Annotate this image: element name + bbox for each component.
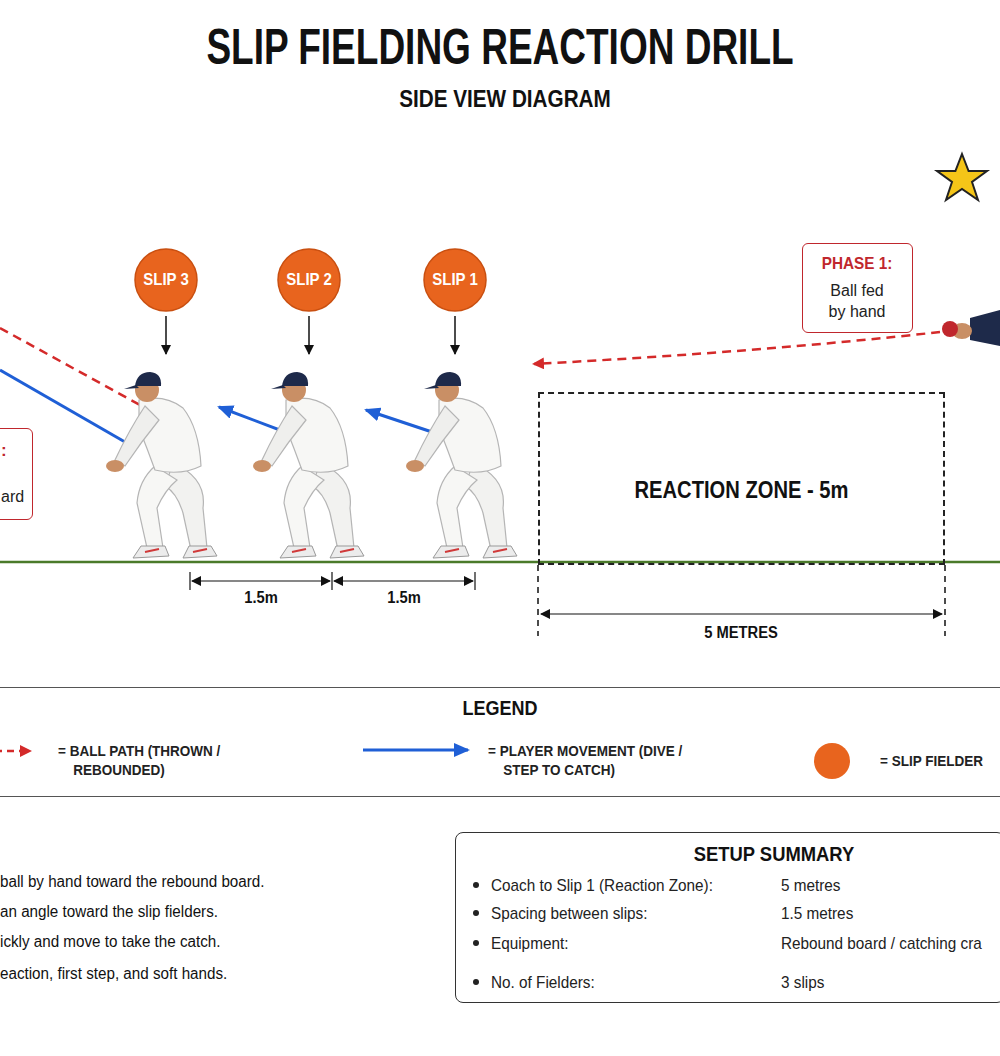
node-text: Equipment:: [491, 934, 568, 954]
legend-text: = BALL PATH (THROWN / REBOUNDED): [58, 741, 280, 779]
node-heading: :: [1, 441, 7, 461]
legend-text: = PLAYER MOVEMENT (DIVE / STEP TO CATCH): [488, 741, 710, 779]
node-text: Ball fed by hand: [822, 280, 892, 322]
note-label: an angle toward the slip fielders.: [0, 903, 218, 921]
node-heading: SLIP 1: [427, 248, 483, 312]
slip-marker: SLIP 2: [277, 248, 341, 312]
legend-swatch: [814, 743, 850, 779]
circle-fill: [135, 249, 197, 311]
circle-fill: [278, 249, 340, 311]
note-label: 1.5m: [224, 589, 298, 607]
node-heading: LEGEND: [46, 697, 955, 720]
node-text: No. of Fielders:: [491, 973, 595, 993]
legend-text: = SLIP FIELDER: [880, 752, 983, 769]
node-heading: REACTION ZONE - 5m: [572, 476, 911, 504]
node-text: 1.5 metres: [781, 904, 853, 924]
note-label: eaction, first step, and soft hands.: [0, 965, 227, 983]
note-label: 5 METRES: [667, 624, 814, 642]
node-text: 3 slips: [781, 973, 824, 993]
node-text: ard: [1, 488, 24, 506]
slip-marker: SLIP 3: [134, 248, 198, 312]
node-text: Rebound board / catching cra: [781, 934, 982, 954]
note-label: 1.5m: [367, 589, 441, 607]
note-label: ball by hand toward the rebound board.: [0, 873, 265, 891]
phase-callout: PHASE 1: Ball fed by hand: [802, 243, 913, 333]
note-label: ickly and move to take the catch.: [0, 933, 221, 951]
node-heading: SLIP 3: [138, 248, 194, 312]
circle-fill: [424, 249, 486, 311]
slip-marker: SLIP 1: [423, 248, 487, 312]
diagram-title: SLIP FIELDING REACTION DRILL: [130, 18, 870, 76]
reaction-zone: REACTION ZONE - 5m: [538, 392, 945, 565]
node-text: Coach to Slip 1 (Reaction Zone):: [491, 876, 713, 896]
setup-summary: SETUP SUMMARY Coach to Slip 1 (Reaction Z…: [455, 832, 1000, 1003]
node-heading: SETUP SUMMARY: [481, 843, 1000, 866]
node-heading: SLIP 2: [281, 248, 337, 312]
node-heading: PHASE 1:: [808, 254, 905, 274]
node-text: Spacing between slips:: [491, 904, 648, 924]
note-label: SIDE VIEW DIAGRAM: [325, 86, 685, 113]
phase-callout: : ard: [0, 428, 33, 520]
node-text: 5 metres: [781, 876, 841, 896]
